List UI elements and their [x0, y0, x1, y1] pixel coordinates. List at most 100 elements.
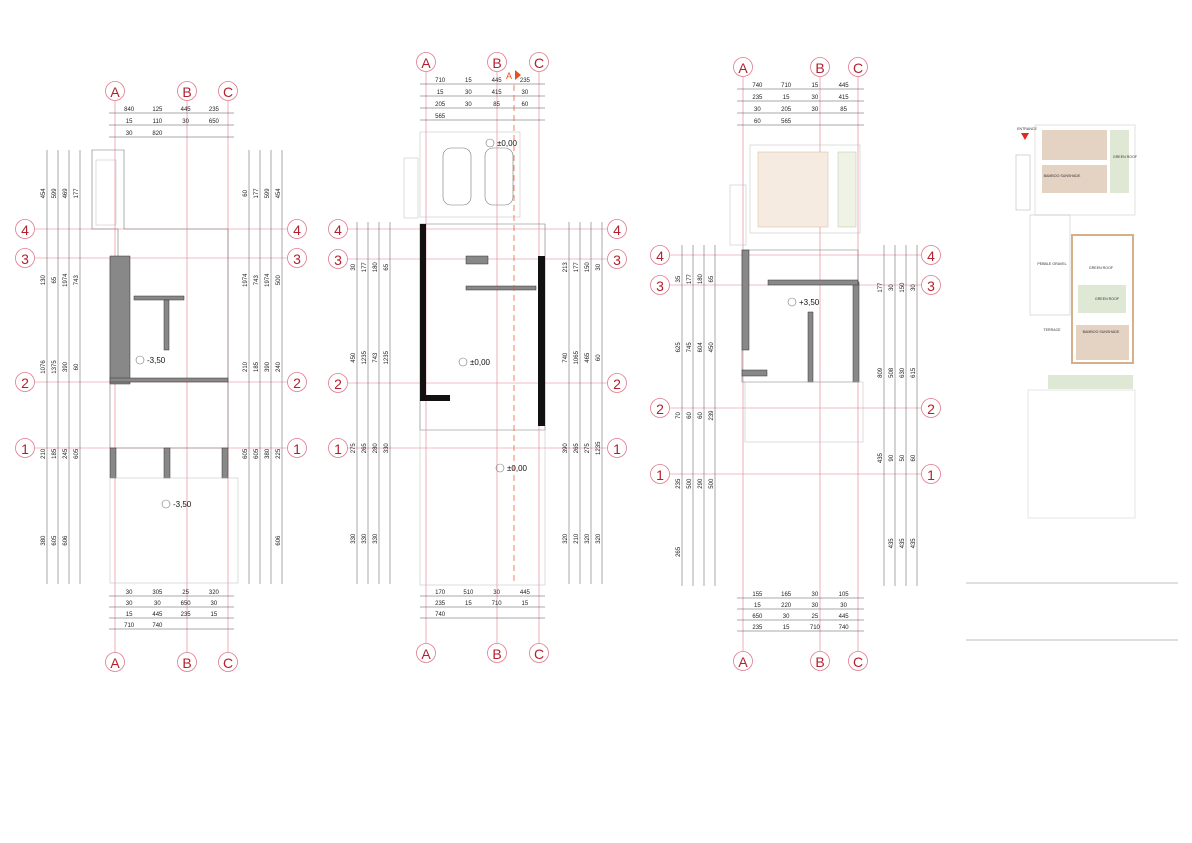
grid-bubble-3 [607, 249, 627, 269]
wall [221, 447, 229, 479]
dimension-text: 275 [585, 443, 591, 454]
dimension-text: 205 [435, 102, 446, 108]
dimension-text: 650 [209, 119, 220, 125]
dimension-text: 240 [276, 361, 282, 372]
grid-bubble-C [218, 652, 238, 672]
dimension-text: 1235 [596, 441, 602, 455]
grid-label-1: 1 [656, 467, 664, 483]
dimension-text: 330 [384, 443, 390, 454]
roof-terrace [744, 381, 864, 443]
grid-label-1: 1 [21, 441, 29, 457]
entrance-label: ENTRANCE [1017, 127, 1037, 131]
dimension-text: 150 [585, 262, 591, 273]
dimension-text: 606 [63, 535, 69, 546]
roof-below [749, 144, 861, 234]
dimension-text: 30 [465, 90, 472, 96]
dimension-text: 220 [781, 603, 792, 609]
dimension-text: 500 [276, 275, 282, 286]
dimension-text: 205 [781, 107, 792, 113]
pebble-gravel [1029, 214, 1071, 316]
grid-bubble-2 [650, 398, 670, 418]
grid-label-A: A [421, 646, 431, 662]
dimension-text: 415 [492, 90, 503, 96]
wall [852, 281, 860, 383]
dimension-text: 320 [596, 533, 602, 544]
dimension-text: 265 [362, 443, 368, 454]
bamboo-sunshade [1076, 325, 1129, 360]
dimension-text: 740 [839, 625, 850, 631]
green-roof [1078, 285, 1126, 313]
grid-bubble-C [848, 651, 868, 671]
dimension-text: 710 [435, 78, 446, 84]
grid-label-2: 2 [21, 375, 29, 391]
dimension-text: 25 [182, 590, 189, 596]
dimension-text: 809 [878, 367, 884, 378]
level-label: +3,50 [799, 298, 820, 307]
dimension-text: 390 [265, 361, 271, 372]
grid-label-B: B [492, 55, 501, 71]
dimension-text: 330 [362, 533, 368, 544]
dimension-text: 177 [878, 282, 884, 293]
dimension-text: 415 [839, 95, 850, 101]
grid-bubble-B [487, 52, 507, 72]
grid-label-3: 3 [927, 278, 935, 294]
dimension-text: 650 [181, 601, 192, 607]
level-label: -3,50 [173, 500, 192, 509]
green-roof [1110, 130, 1129, 193]
dimension-text: 30 [211, 601, 218, 607]
dimension-text: 305 [152, 590, 163, 596]
grid-label-C: C [853, 654, 863, 670]
level-marker-icon [135, 355, 145, 365]
dimension-text: 435 [911, 538, 917, 549]
dimension-text: 30 [754, 107, 761, 113]
dimension-text: 330 [373, 533, 379, 544]
dimension-text: 15 [754, 603, 761, 609]
grid-label-2: 2 [334, 376, 342, 392]
dimension-text: 1235 [384, 350, 390, 364]
dimension-text: 60 [596, 354, 602, 361]
grid-label-4: 4 [613, 222, 621, 238]
dimension-text: 380 [41, 535, 47, 546]
dimension-text: 15 [465, 601, 472, 607]
dimension-text: 15 [465, 78, 472, 84]
dimension-text: 320 [563, 533, 569, 544]
dimension-text: 125 [152, 107, 163, 113]
grid-label-3: 3 [613, 252, 621, 268]
dimension-text: 235 [520, 78, 531, 84]
grid-bubble-1 [607, 438, 627, 458]
grid-label-B: B [182, 655, 191, 671]
dimension-text: 275 [351, 443, 357, 454]
dimension-text: 290 [698, 478, 704, 489]
dimension-text: 743 [254, 275, 260, 286]
wall [420, 224, 426, 400]
wall [741, 369, 768, 377]
grid-label-B: B [815, 60, 824, 76]
dimension-text: 435 [900, 538, 906, 549]
wall [465, 285, 537, 291]
grid-label-1: 1 [293, 441, 301, 457]
dimension-text: 225 [276, 448, 282, 459]
dimension-text: 500 [709, 478, 715, 489]
dimension-text: 565 [781, 119, 792, 125]
grid-label-3: 3 [293, 251, 301, 267]
dimension-text: 15 [126, 612, 133, 618]
bamboo-sunshade [1042, 165, 1107, 193]
grid-bubble-3 [650, 275, 670, 295]
dimension-text: 500 [687, 478, 693, 489]
wall [420, 395, 450, 401]
dimension-text: 445 [839, 614, 850, 620]
dimension-text: 15 [211, 612, 218, 618]
dimension-text: 177 [74, 188, 80, 199]
dimension-text: 30 [889, 284, 895, 291]
stair [403, 157, 419, 219]
grid-bubble-4 [15, 219, 35, 239]
dimension-text: 130 [41, 275, 47, 286]
level-marker-icon [458, 357, 468, 367]
dimension-text: 235 [181, 612, 192, 618]
level-label: ±0,00 [507, 464, 528, 473]
grid-bubble-A [105, 81, 125, 101]
wall [767, 279, 859, 286]
dimension-text: 15 [522, 601, 529, 607]
